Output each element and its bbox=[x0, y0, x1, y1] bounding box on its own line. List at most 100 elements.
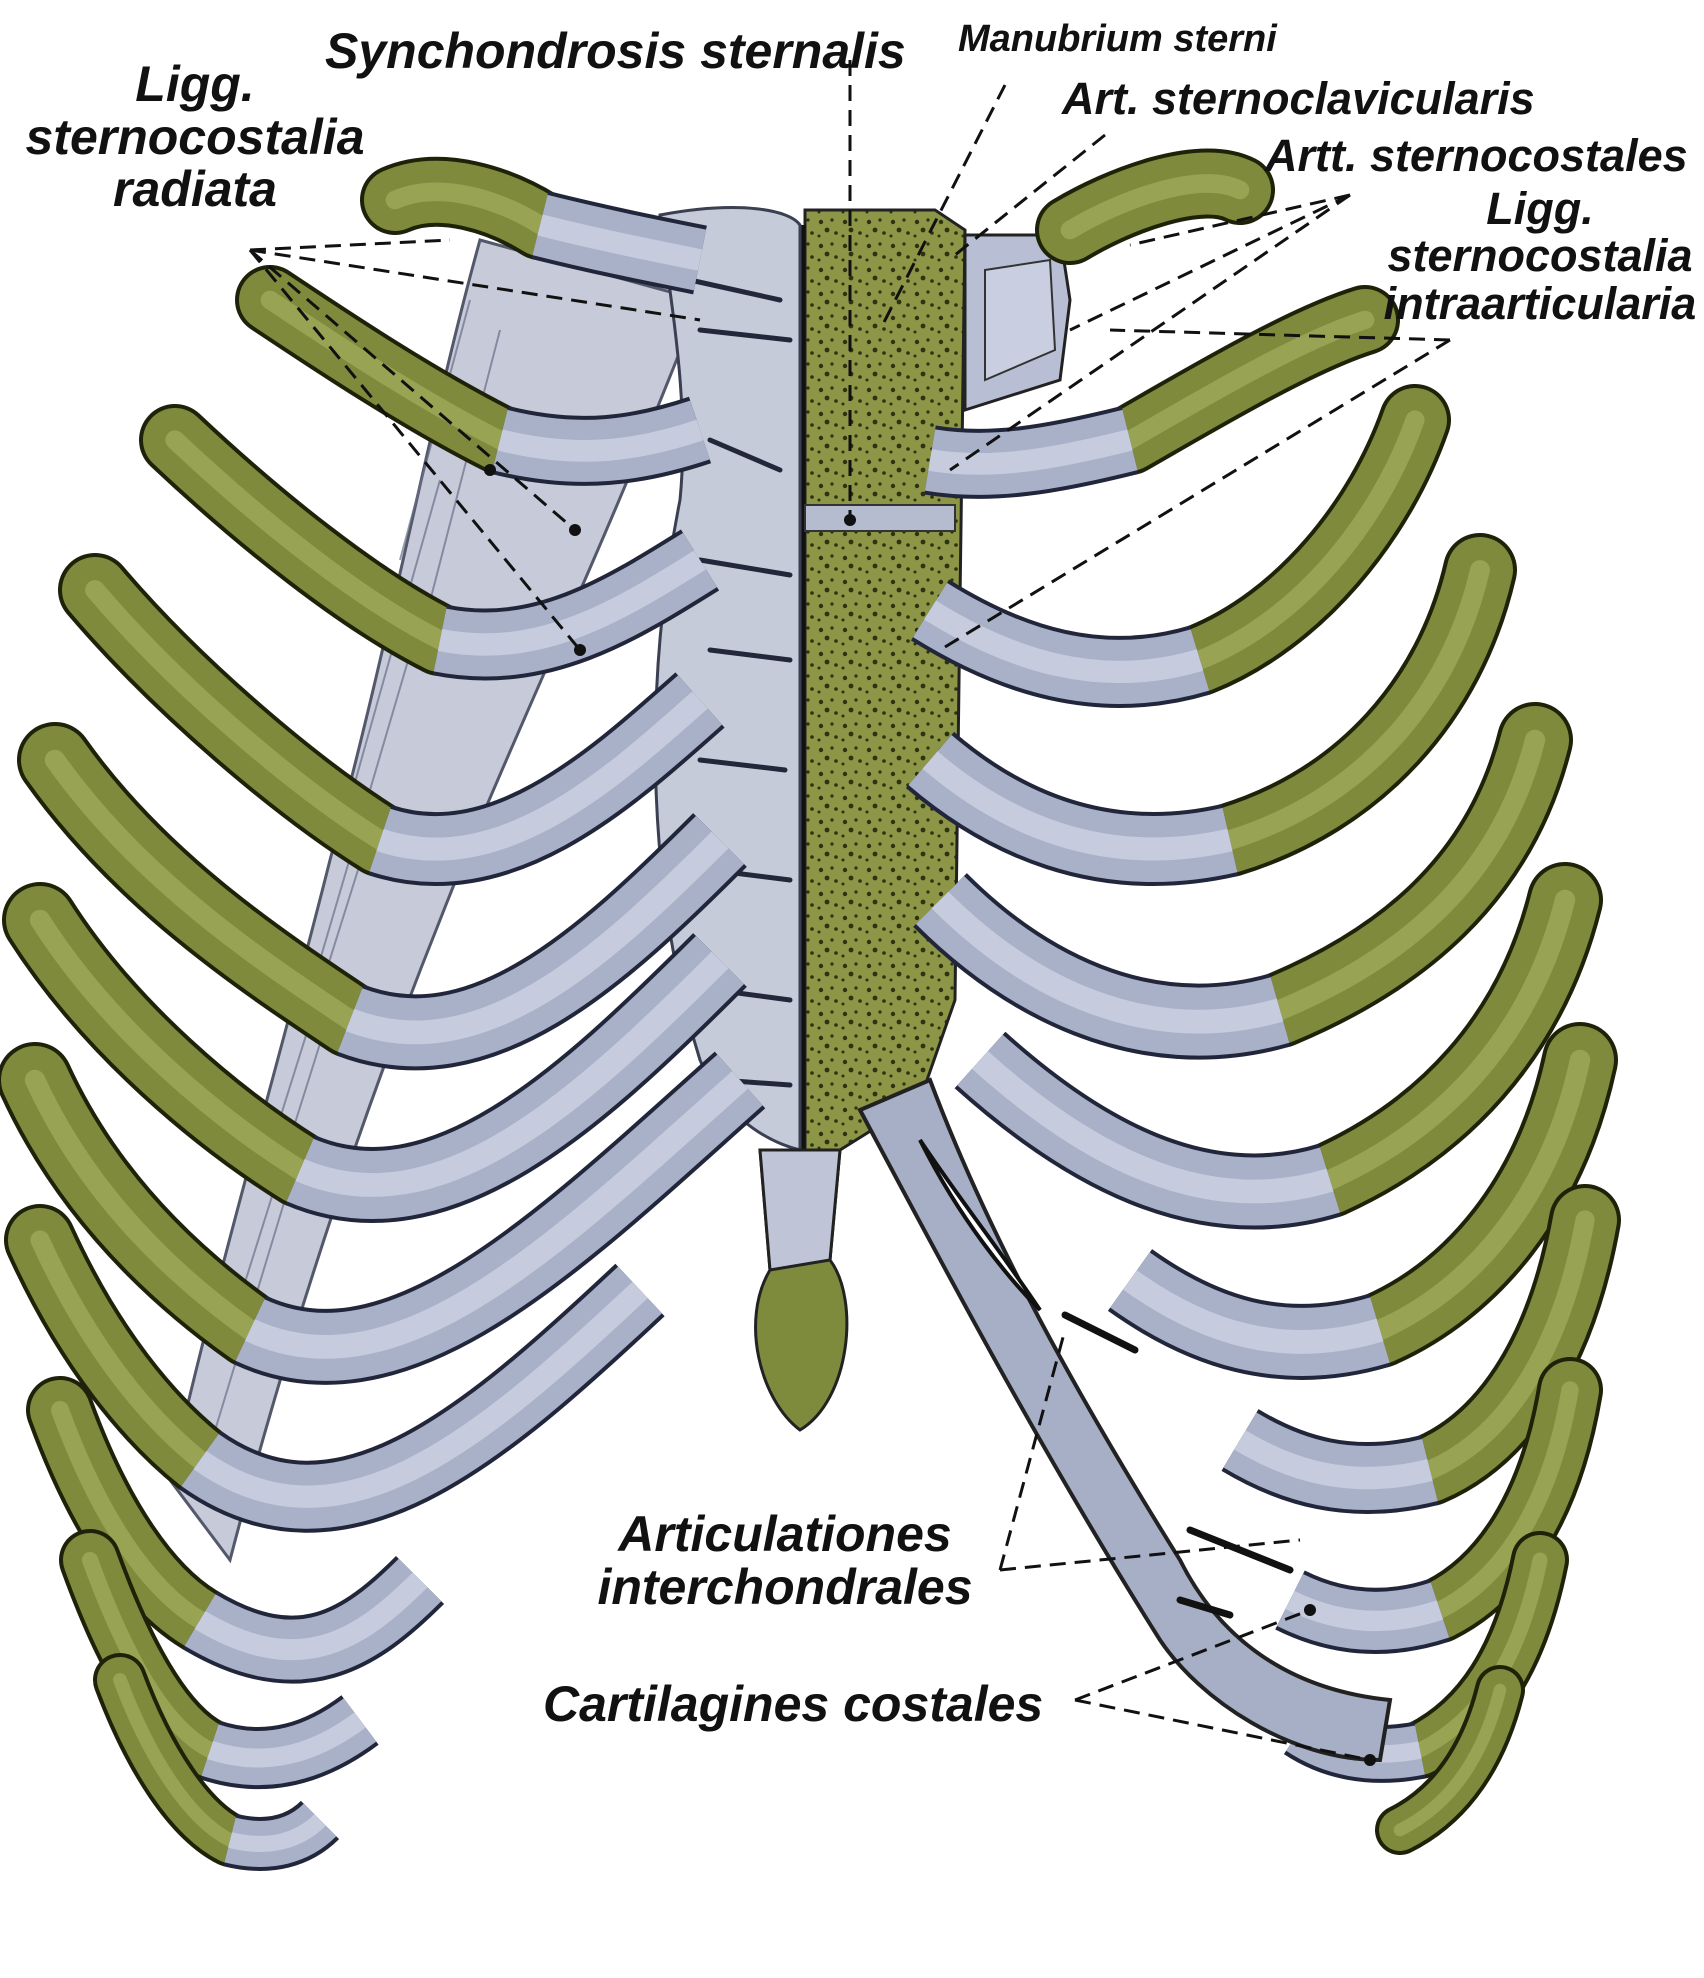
leader-dot bbox=[574, 644, 586, 656]
left-ribs bbox=[0, 156, 766, 1871]
label-articulationes-interchondrales: Articulationes interchondrales bbox=[597, 1506, 973, 1615]
left-rib-bone-highlight bbox=[385, 182, 550, 235]
left-costal-cartilage-highlight bbox=[228, 1814, 326, 1852]
left-rib-bone-highlight bbox=[24, 1069, 261, 1341]
leader-line bbox=[1129, 193, 1351, 247]
leader-line bbox=[1074, 1698, 1371, 1762]
leader-dot bbox=[569, 524, 581, 536]
leader-line bbox=[248, 249, 582, 651]
interchondral-marks bbox=[1061, 1311, 1294, 1619]
leader-dot bbox=[1304, 1604, 1316, 1616]
ligament-streaks bbox=[687, 277, 793, 1088]
right-rib-bone-highlight bbox=[1431, 1381, 1579, 1619]
right-rib bbox=[1107, 1022, 1618, 1380]
right-rib bbox=[913, 702, 1573, 1060]
left-costal-cartilage-highlight bbox=[244, 1071, 748, 1359]
label-manubrium-sterni: Manubrium sterni bbox=[958, 18, 1277, 60]
right-rib-bone-highlight bbox=[1190, 410, 1425, 670]
left-rib-bone-highlight bbox=[260, 290, 510, 450]
left-rib bbox=[17, 722, 747, 1071]
left-rib-bone-highlight bbox=[51, 1401, 209, 1629]
left-rib bbox=[2, 882, 747, 1223]
right-rib-bone-highlight bbox=[1369, 1049, 1591, 1341]
left-rib-bone-highlight bbox=[113, 1673, 237, 1847]
leader-dots bbox=[484, 464, 1376, 1766]
leader-line bbox=[954, 133, 1106, 257]
interchondral-slit bbox=[918, 1138, 1042, 1312]
right-costal-cartilage-highlight bbox=[1285, 1590, 1444, 1632]
right-rib-bone-highlight bbox=[1269, 729, 1546, 1021]
label-ligg-sternocostalia-intraarticularia: Ligg. sternocostalia intraarticularia bbox=[1383, 183, 1697, 329]
label-synchondrosis-sternalis: Synchondrosis sternalis bbox=[325, 23, 906, 79]
right-costal-cartilage-highlight bbox=[1234, 1430, 1433, 1490]
leader-line bbox=[1074, 1608, 1311, 1702]
right-rib-bone-highlight bbox=[1060, 174, 1250, 240]
label-cartilagines-costales: Cartilagines costales bbox=[543, 1676, 1044, 1732]
right-rib-bone-highlight bbox=[1319, 889, 1576, 1191]
leader-dot bbox=[844, 514, 856, 526]
left-rib-bone-highlight bbox=[30, 1230, 210, 1470]
leader-line bbox=[999, 1538, 1301, 1572]
label-ligg-sternocostalia-radiata: Ligg. sternocostalia radiata bbox=[25, 56, 365, 217]
right-costal-cartilage-highlight bbox=[931, 891, 1284, 1034]
leader-line bbox=[998, 1329, 1067, 1571]
left-rib-bone-highlight bbox=[165, 430, 450, 650]
right-rib-bone-highlight bbox=[1393, 1683, 1507, 1837]
left-costal-cartilage-highlight bbox=[437, 550, 706, 656]
right-rib bbox=[910, 384, 1451, 708]
right-rib-bone-highlight bbox=[1120, 310, 1375, 450]
left-costal-cartilage-highlight bbox=[537, 214, 703, 271]
left-costal-cartilage-highlight bbox=[194, 1572, 428, 1661]
leader-line bbox=[1109, 328, 1451, 342]
left-costal-cartilage-highlight bbox=[497, 419, 704, 462]
leader-line bbox=[249, 248, 576, 532]
right-rib bbox=[1221, 1184, 1621, 1515]
left-rib-bone-highlight bbox=[44, 749, 361, 1031]
left-costal-cartilage-highlight bbox=[376, 691, 708, 861]
left-rib bbox=[26, 1376, 445, 1684]
left-rib-bone-highlight bbox=[85, 580, 390, 850]
left-rib bbox=[235, 265, 712, 486]
leader-lines bbox=[248, 60, 1451, 1762]
left-rib bbox=[4, 1204, 665, 1533]
leader-line bbox=[949, 193, 1351, 472]
right-rib bbox=[924, 285, 1400, 499]
leader-dot bbox=[484, 464, 496, 476]
intercostal-membrane bbox=[168, 238, 702, 1564]
left-rib bbox=[139, 404, 720, 681]
right-rib-bone-highlight bbox=[1220, 560, 1490, 850]
left-costal-cartilage-highlight bbox=[295, 951, 729, 1197]
right-rib bbox=[1375, 1665, 1525, 1855]
right-rib-bone-highlight bbox=[1420, 1210, 1595, 1480]
right-rib bbox=[905, 533, 1517, 886]
leader-line bbox=[249, 248, 701, 322]
left-costal-cartilage-highlight bbox=[207, 1712, 366, 1768]
right-rib bbox=[954, 862, 1603, 1230]
right-costal-cartilage-highlight bbox=[922, 751, 1233, 861]
left-rib bbox=[93, 1653, 340, 1871]
right-costal-cartilage-highlight bbox=[924, 600, 1204, 684]
left-rib bbox=[58, 553, 725, 887]
left-costal-cartilage-highlight bbox=[193, 1281, 648, 1508]
right-ribs bbox=[905, 148, 1621, 1855]
leader-line bbox=[1069, 193, 1351, 332]
leader-line bbox=[249, 238, 451, 252]
synchondrosis-band bbox=[804, 504, 956, 532]
right-rib bbox=[1035, 148, 1275, 265]
right-costal-cartilage-highlight bbox=[972, 1051, 1334, 1204]
sternum-body bbox=[803, 208, 967, 1152]
right-costal-cartilage-highlight bbox=[928, 429, 1133, 475]
right-rib bbox=[1275, 1357, 1603, 1654]
manubrium-disc bbox=[984, 258, 1057, 382]
label-art-sternoclavicularis: Art. sternoclavicularis bbox=[1062, 73, 1535, 124]
right-costal-cartilage-highlight bbox=[1123, 1270, 1384, 1354]
xiphoid-ligament bbox=[758, 1148, 842, 1272]
leader-dot bbox=[1364, 1754, 1376, 1766]
left-rib-bone-highlight bbox=[29, 909, 311, 1181]
left-rib bbox=[0, 1042, 766, 1385]
left-rib bbox=[360, 156, 707, 295]
label-artt-sternocostales: Artt. sternocostales bbox=[1265, 130, 1688, 181]
left-costal-cartilage-highlight bbox=[345, 831, 729, 1045]
